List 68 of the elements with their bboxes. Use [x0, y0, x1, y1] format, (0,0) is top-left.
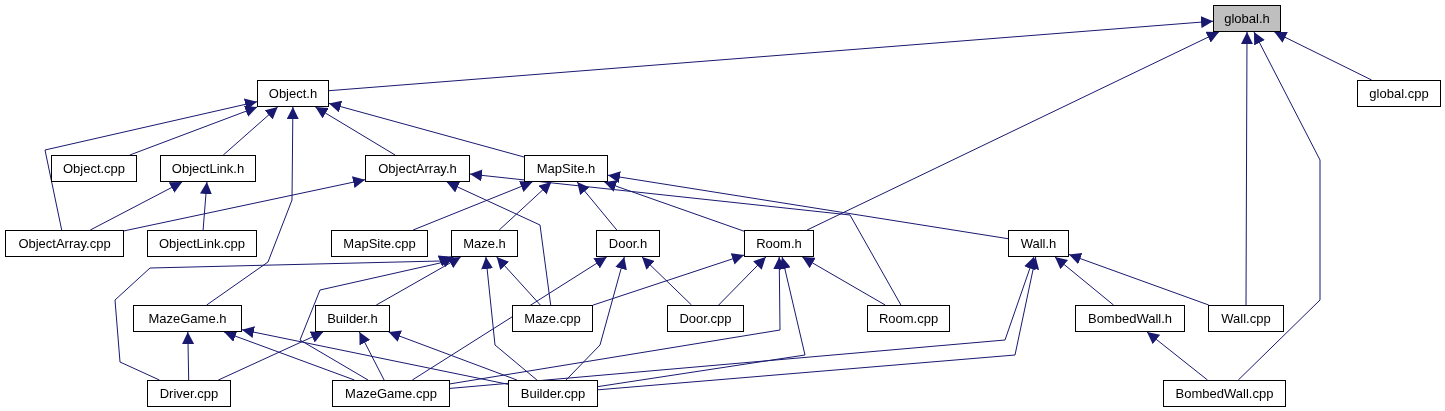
arrow — [806, 31, 1220, 231]
arrow — [129, 105, 258, 156]
arrow — [565, 256, 627, 381]
arrow — [388, 330, 518, 381]
file-box: Door.h — [596, 230, 660, 257]
file-box: global.h — [1213, 5, 1281, 32]
arrow — [597, 256, 1040, 391]
file-box: ObjectArray.cpp — [5, 230, 124, 257]
file-box: BombedWall.cpp — [1163, 380, 1286, 407]
arrow — [123, 176, 366, 232]
arrow — [1068, 252, 1210, 306]
file-box: Driver.cpp — [147, 380, 231, 407]
arrow — [206, 106, 299, 306]
arrow — [1237, 31, 1321, 381]
arrow — [217, 331, 324, 381]
arrow — [223, 330, 355, 381]
file-box: Object.h — [257, 80, 329, 107]
arrow — [597, 256, 806, 388]
file-box: MapSite.cpp — [331, 230, 428, 257]
file-box: Maze.cpp — [512, 305, 593, 332]
file-box: BombedWall.h — [1075, 305, 1185, 332]
arrow — [1273, 31, 1373, 81]
arrow — [114, 255, 452, 381]
arrow — [496, 256, 541, 306]
arrow — [718, 256, 767, 306]
file-box: Wall.h — [1008, 230, 1069, 257]
arrow — [446, 181, 552, 306]
file-box: Room.h — [744, 230, 814, 257]
arrow — [1240, 31, 1253, 306]
file-box: Object.cpp — [51, 155, 137, 182]
arrow — [328, 100, 525, 158]
file-box: Room.cpp — [867, 305, 950, 332]
arrow — [603, 180, 745, 232]
arrow — [449, 256, 1036, 389]
arrow — [182, 331, 194, 381]
arrow — [411, 256, 608, 381]
file-box: MazeGame.h — [133, 305, 242, 332]
arrow — [1146, 331, 1208, 381]
arrow — [89, 181, 183, 231]
arrow — [222, 106, 279, 156]
file-box: ObjectArray.h — [365, 155, 470, 182]
file-box: MapSite.h — [524, 155, 608, 182]
arrow — [498, 181, 552, 231]
arrow — [412, 180, 533, 231]
file-box: global.cpp — [1357, 80, 1441, 107]
arrow — [469, 169, 902, 306]
file-box: Wall.cpp — [1208, 305, 1284, 332]
arrow — [801, 256, 886, 306]
arrow — [1054, 256, 1114, 306]
arrow — [199, 181, 212, 231]
arrow — [576, 181, 618, 231]
file-box: Builder.cpp — [508, 380, 598, 407]
file-box: Maze.h — [451, 230, 518, 257]
file-box: Door.cpp — [667, 305, 744, 332]
arrow — [328, 16, 1214, 92]
arrow — [592, 253, 745, 306]
file-box: MazeGame.cpp — [332, 380, 450, 407]
arrow — [314, 106, 396, 156]
arrow — [241, 326, 509, 385]
arrow — [607, 171, 1009, 240]
arrow — [375, 256, 462, 306]
arrow — [358, 331, 385, 381]
file-box: Builder.h — [315, 305, 390, 332]
file-box: ObjectLink.cpp — [147, 230, 257, 257]
arrow — [44, 98, 258, 231]
arrow — [641, 256, 692, 306]
file-box: ObjectLink.h — [160, 155, 256, 182]
arrow — [481, 256, 538, 381]
